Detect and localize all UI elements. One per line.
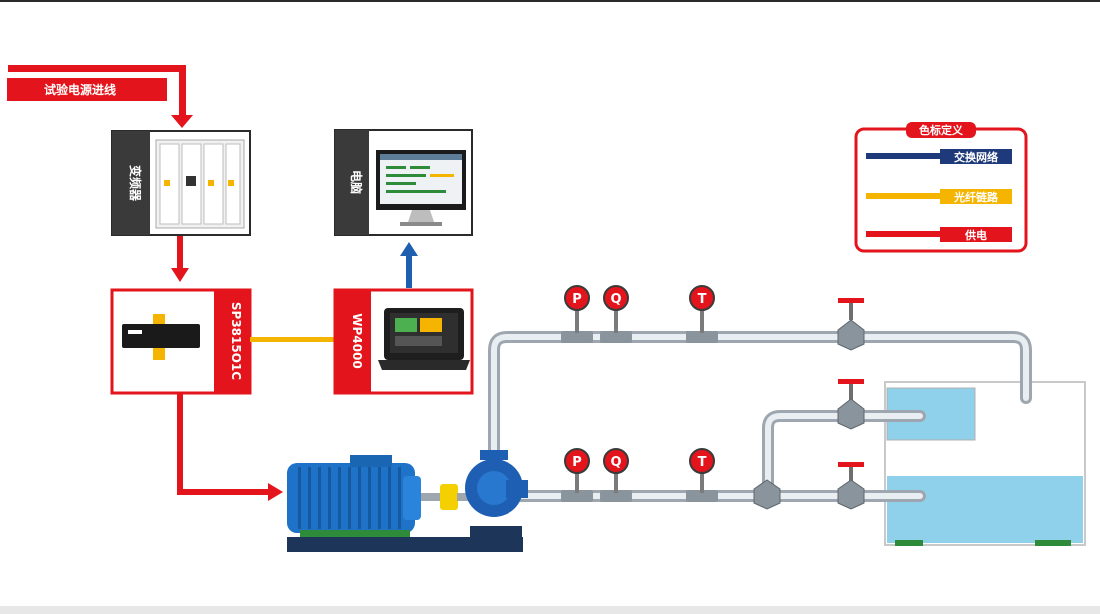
gauge-t-bottom-label: T (698, 455, 707, 470)
analyzer-node: SP3815O1C (110, 288, 252, 395)
monitor-label: 电脑 (349, 170, 364, 194)
analyzer-label: SP3815O1C (229, 302, 243, 380)
gauge-p-top: P (564, 285, 590, 333)
valve-middle (837, 379, 865, 430)
power-arrow-1 (171, 236, 189, 282)
gauge-t-bottom: T (689, 448, 715, 493)
legend-item-network: 交换网络 (866, 149, 1012, 164)
fiber-link (250, 337, 338, 342)
gauge-p-bottom-label: P (572, 455, 582, 470)
legend: 色标定义 交换网络 光纤链路 供电 (854, 122, 1028, 253)
valve-branch (753, 479, 781, 510)
gauge-q-bottom-label: Q (610, 455, 621, 470)
monitor-node: 电脑 (334, 129, 473, 236)
analyzer-device-image (122, 314, 200, 360)
gauge-p-bottom: P (564, 448, 590, 493)
legend-label-network: 交换网络 (954, 150, 998, 164)
bottom-border (0, 606, 1100, 614)
pipe-fittings (561, 331, 718, 502)
legend-item-power: 供电 (866, 227, 1012, 242)
cabinet-node: 变频器 (111, 130, 251, 236)
power-input-banner: 试验电源进线 (7, 65, 193, 128)
legend-label-fiber: 光纤链路 (953, 190, 999, 204)
gauge-q-top-label: Q (610, 292, 621, 307)
valve-bottom (837, 462, 865, 510)
pump (465, 450, 528, 539)
recorder-node: WP4000 (333, 288, 474, 395)
motor (287, 455, 523, 552)
legend-title: 色标定义 (919, 123, 964, 137)
water-tank (884, 381, 1086, 546)
gauge-q-top: Q (603, 285, 629, 333)
data-arrow (400, 242, 418, 288)
legend-item-fiber: 光纤链路 (866, 189, 1012, 204)
power-arrow-2 (177, 394, 283, 501)
monitor-screen-image (376, 150, 466, 226)
recorder-label: WP4000 (350, 313, 364, 368)
cabinet-image (155, 139, 245, 229)
cabinet-label: 变频器 (128, 165, 143, 202)
gauge-t-top-label: T (698, 292, 707, 307)
gauge-p-top-label: P (572, 292, 582, 307)
gauge-t-top: T (689, 285, 715, 333)
recorder-device-image (378, 308, 470, 370)
banner-label: 试验电源进线 (44, 82, 116, 97)
top-border (0, 0, 1100, 2)
gauge-q-bottom: Q (603, 448, 629, 493)
legend-label-power: 供电 (964, 228, 987, 242)
valve-top-return (837, 298, 865, 351)
